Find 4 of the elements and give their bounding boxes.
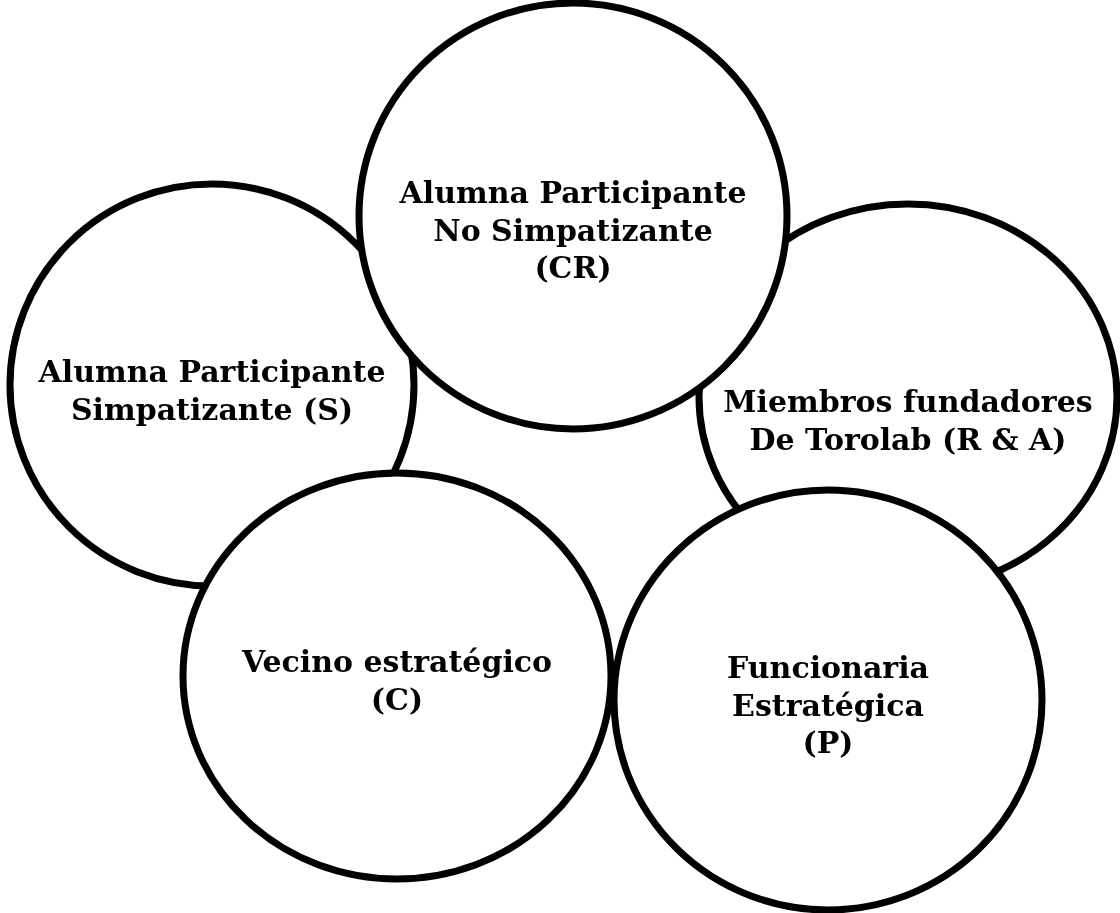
circle-label: Vecino estratégico (C) — [227, 642, 567, 718]
circle-label: Funcionaria Estratégica (P) — [713, 648, 943, 762]
circle-label: Alumna Participante Simpatizante (S) — [22, 352, 402, 428]
circle-label: Miembros fundadores De Torolab (R & A) — [708, 382, 1108, 458]
